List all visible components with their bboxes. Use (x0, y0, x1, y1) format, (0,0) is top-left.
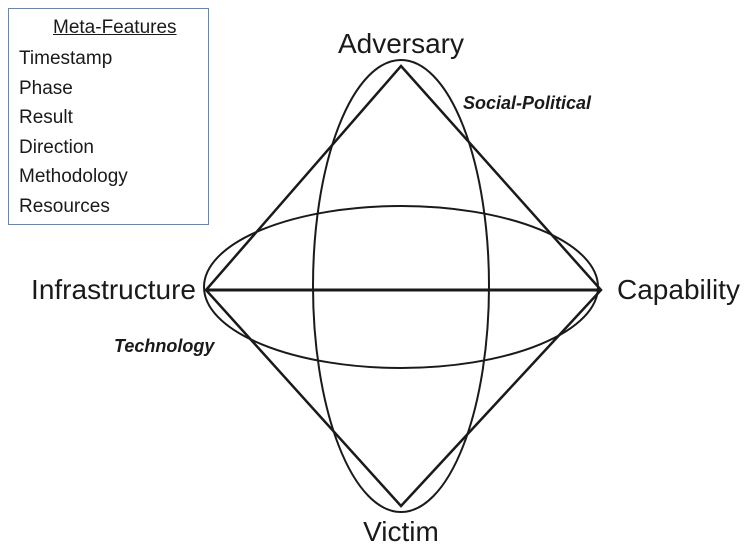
meta-feature-phase: Phase (19, 77, 73, 99)
edge-label-technology: Technology (114, 336, 215, 356)
meta-feature-result: Result (19, 107, 73, 128)
meta-features-list: Timestamp Phase Result Direction Methodo… (19, 44, 200, 221)
vertex-label-capability: Capability (617, 274, 740, 305)
meta-features-box: Meta-Features Timestamp Phase Result Dir… (8, 8, 209, 225)
meta-feature-resources: Resources (19, 195, 110, 217)
horizontal-ellipse (203, 205, 599, 369)
meta-features-title: Meta-Features (53, 17, 177, 38)
vertex-label-adversary: Adversary (338, 28, 464, 59)
vertex-label-victim: Victim (363, 516, 439, 547)
vertex-label-infrastructure: Infrastructure (31, 274, 196, 305)
meta-feature-methodology: Methodology (19, 166, 128, 187)
edge-label-social-political: Social-Political (463, 93, 592, 113)
diamond-outline (204, 64, 603, 508)
meta-feature-timestamp: Timestamp (19, 48, 113, 69)
vertical-ellipse (312, 59, 490, 513)
meta-feature-direction: Direction (19, 136, 94, 158)
